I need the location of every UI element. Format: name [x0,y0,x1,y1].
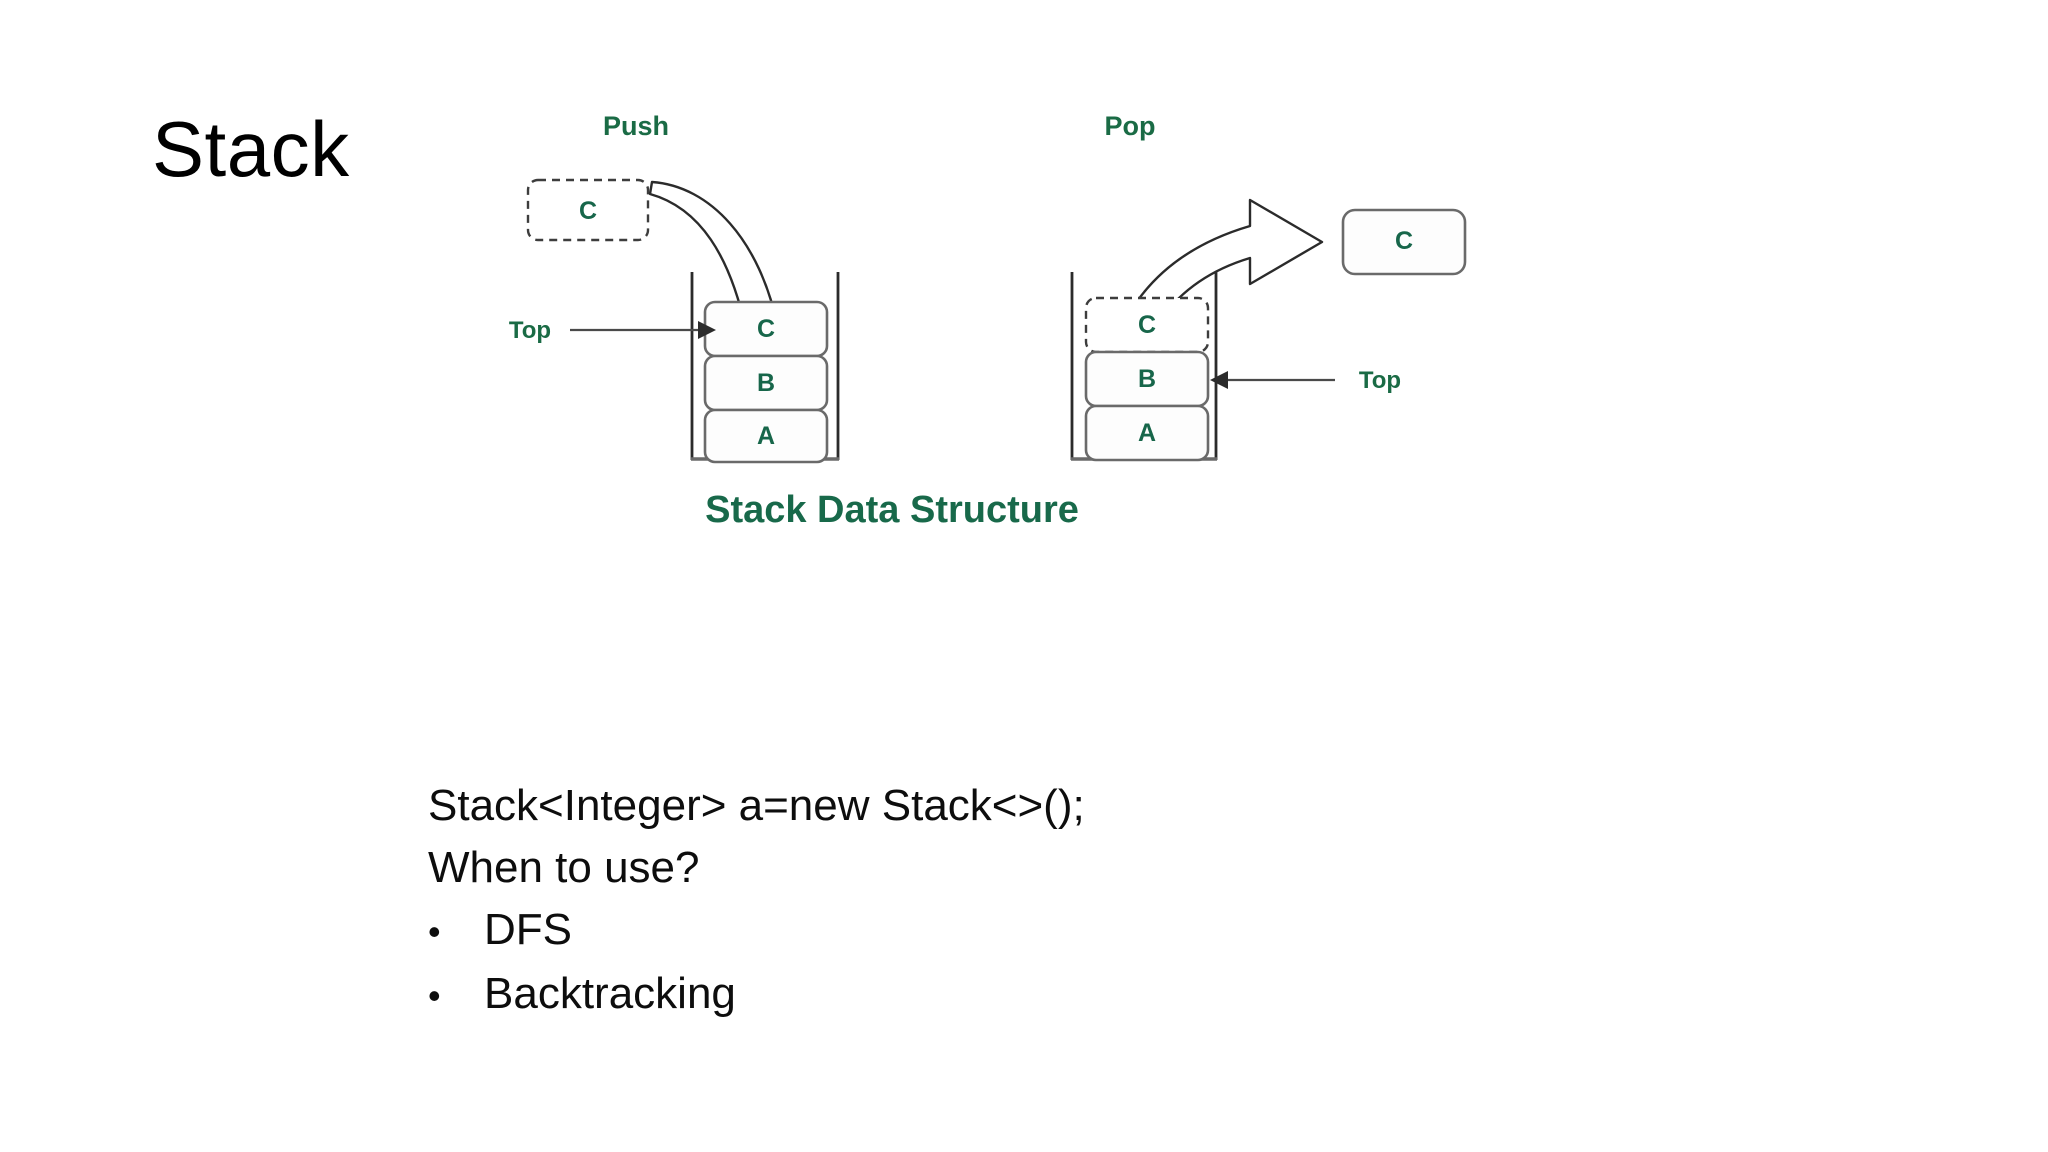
pop-stack-item-a-shape [1084,404,1210,462]
push-incoming-box-letter: C [579,197,597,225]
pop-outgoing-box: C [1341,208,1467,276]
push-stack-item-b-letter: B [757,369,775,397]
list-item: • DFS [428,899,1628,963]
bullet-icon: • [428,911,441,952]
pop-stack-item-c-letter: C [1138,311,1156,339]
body-text-block: Stack<Integer> a=new Stack<>(); When to … [428,775,1628,1027]
push-stack-item-c-letter: C [757,315,775,343]
pop-outgoing-box-letter: C [1395,227,1413,255]
code-line: Stack<Integer> a=new Stack<>(); [428,781,1085,830]
pop-stack-item-b: B [1084,350,1210,408]
stack-diagram-figure: Push C C B [380,90,1560,710]
push-stack-item-b: B [703,354,829,412]
bullet-label-backtracking: Backtracking [484,969,736,1018]
figure-caption: Stack Data Structure [705,489,1079,531]
push-top-pointer: Top [509,317,716,344]
push-top-pointer-arrowhead [698,321,716,339]
push-stack-item-a: A [703,408,829,464]
pop-stack-item-a: A [1084,404,1210,462]
pop-label: Pop [1105,111,1156,141]
bullet-label-dfs: DFS [484,905,572,954]
push-incoming-box: C [526,178,650,242]
pop-stack-item-b-letter: B [1138,365,1156,393]
pop-stack-item-c-shape [1084,296,1210,354]
push-label: Push [603,111,669,141]
pop-stack-item-c: C [1084,296,1210,354]
pop-top-pointer: Top [1210,367,1401,394]
push-group: Push C C B [509,111,840,464]
push-stack-item-c: C [703,300,829,358]
pop-top-label: Top [1359,367,1401,394]
page-title: Stack [152,105,350,193]
push-top-label: Top [509,317,551,344]
pop-stack-item-a-letter: A [1138,419,1156,447]
pop-outgoing-box-shape [1341,208,1467,276]
push-incoming-box-shape [526,178,650,242]
pop-top-pointer-arrowhead [1210,371,1228,389]
pop-group: Pop C C B [1070,111,1467,462]
bullet-icon: • [428,975,441,1016]
pop-stack-items: C B A [1084,296,1210,462]
push-stack-item-a-shape [703,408,829,464]
push-stack-items: C B A [703,300,829,464]
list-item: • Backtracking [428,963,1628,1027]
question-line: When to use? [428,843,700,892]
push-stack-item-a-letter: A [757,422,775,450]
